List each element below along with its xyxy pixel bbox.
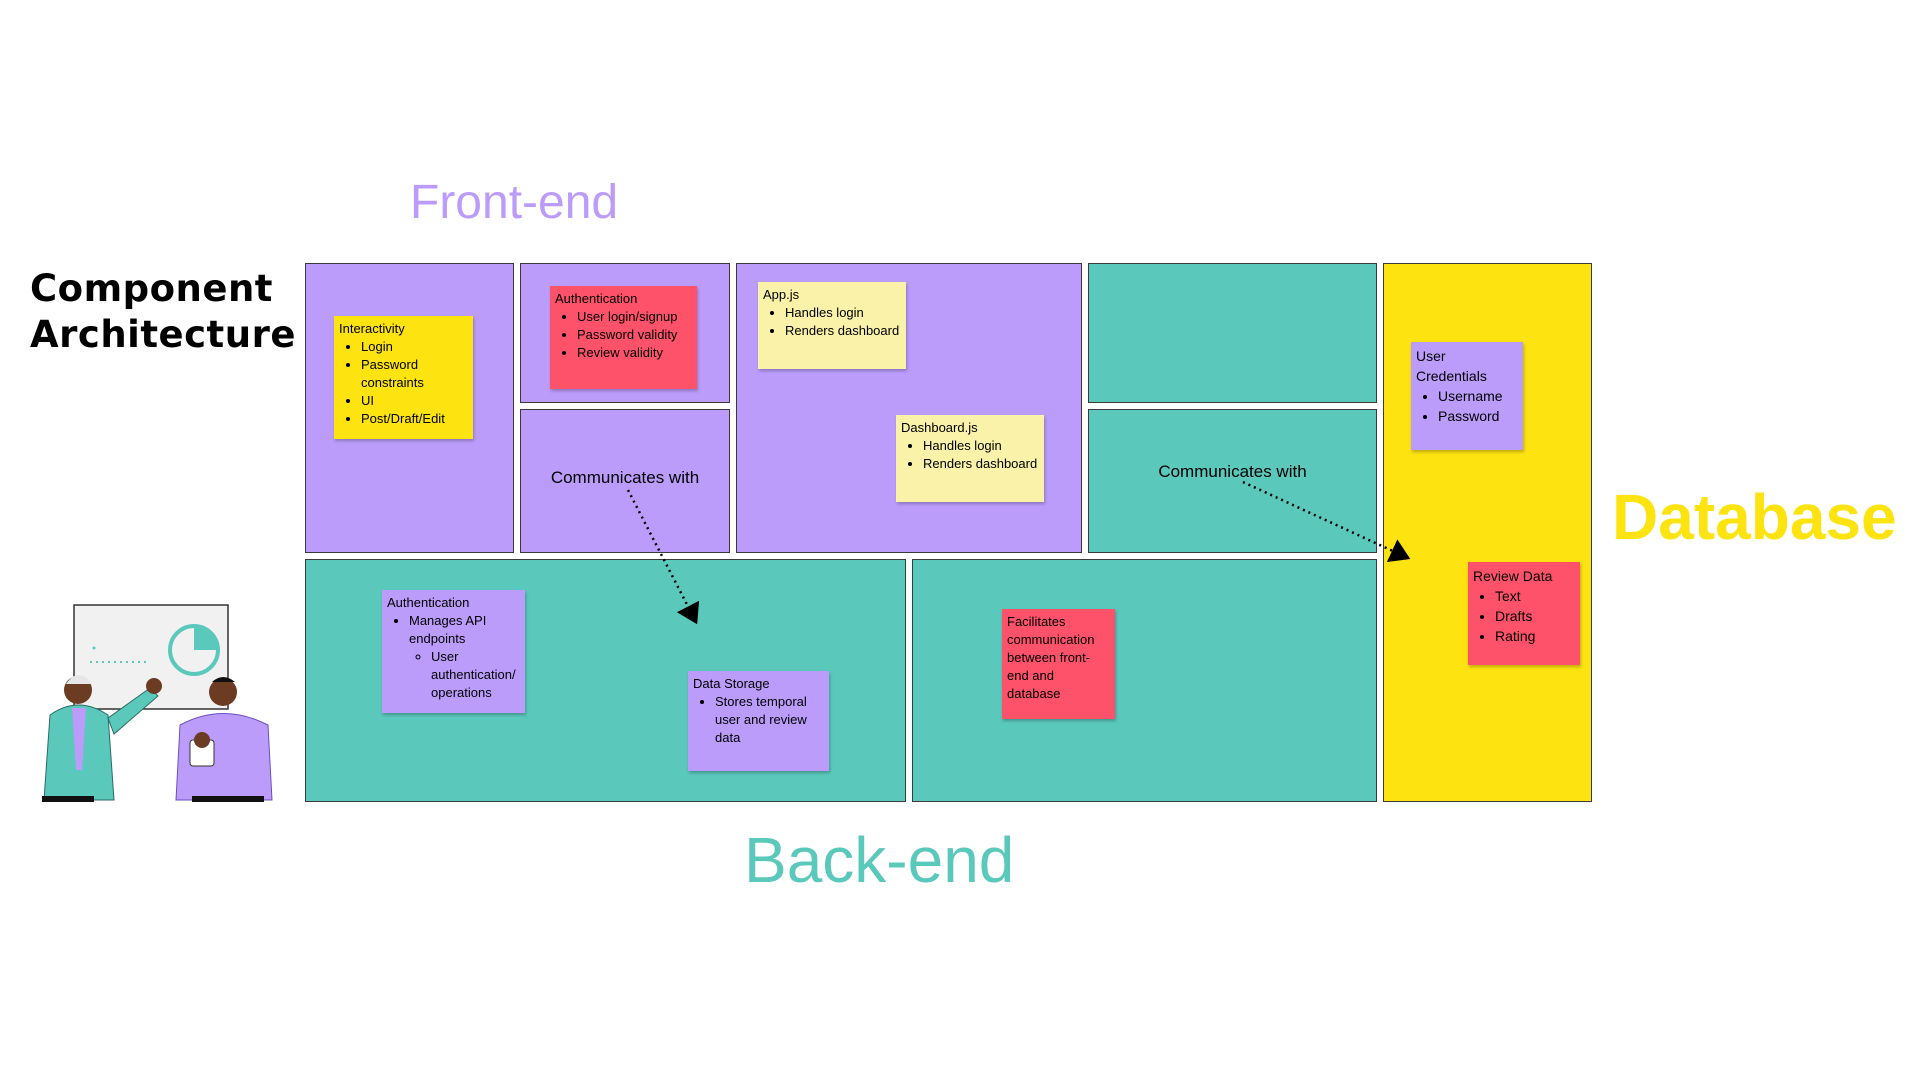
note-list: Stores temporal user and review data <box>693 693 824 747</box>
list-item-text: Manages API endpoints <box>409 613 487 646</box>
communicates-with-label: Communicates with <box>550 468 700 487</box>
database-label: Database <box>1612 481 1897 553</box>
communicates-with-label: Communicates with <box>1158 462 1307 481</box>
note-list: Text Drafts Rating <box>1473 586 1575 646</box>
note-title: Authentication <box>387 595 470 610</box>
note-sublist: User authentication/ operations <box>409 648 520 702</box>
list-item: Handles login <box>785 304 901 322</box>
list-item: Password validity <box>577 326 692 344</box>
note-title: Data Storage <box>693 676 770 691</box>
backend-panel-communicates: Communicates with <box>1088 409 1377 553</box>
list-item: Handles login <box>923 437 1039 455</box>
sticky-note-interactivity: Interactivity Login Password constraints… <box>334 316 473 439</box>
backend-label: Back-end <box>744 824 1015 896</box>
sticky-note-review-data: Review Data Text Drafts Rating <box>1468 562 1580 665</box>
list-item: Review validity <box>577 344 692 362</box>
note-title: Review Data <box>1473 568 1553 584</box>
backend-panel-right <box>912 559 1377 802</box>
frontend-panel-communicates: Communicates with <box>520 409 730 553</box>
note-title: Interactivity <box>339 321 405 336</box>
list-item: UI <box>361 392 468 410</box>
list-item: Password <box>1438 406 1518 426</box>
list-item: Drafts <box>1495 606 1575 626</box>
list-item: Rating <box>1495 626 1575 646</box>
list-item: Username <box>1438 386 1518 406</box>
list-item: Text <box>1495 586 1575 606</box>
list-item: Password constraints <box>361 356 468 392</box>
note-title: Dashboard.js <box>901 420 978 435</box>
sticky-note-authentication-backend: Authentication Manages API endpoints Use… <box>382 590 525 713</box>
note-text: Facilitates communication between front-… <box>1007 614 1095 701</box>
list-item: User login/signup <box>577 308 692 326</box>
backend-panel-top <box>1088 263 1377 403</box>
note-list: User login/signup Password validity Revi… <box>555 308 692 362</box>
list-item: Login <box>361 338 468 356</box>
note-list: Handles login Renders dashboard <box>763 304 901 340</box>
sticky-note-data-storage: Data Storage Stores temporal user and re… <box>688 671 829 771</box>
note-list: Login Password constraints UI Post/Draft… <box>339 338 468 428</box>
note-title: User Credentials <box>1416 348 1487 384</box>
list-item: Stores temporal user and review data <box>715 693 824 747</box>
list-item: Renders dashboard <box>785 322 901 340</box>
page-title: Component Architecture <box>30 267 296 356</box>
note-list: Handles login Renders dashboard <box>901 437 1039 473</box>
presenters-illustration <box>42 604 273 802</box>
list-item: Renders dashboard <box>923 455 1039 473</box>
note-list: Manages API endpoints User authenticatio… <box>387 612 520 702</box>
list-item: Post/Draft/Edit <box>361 410 468 428</box>
note-title: App.js <box>763 287 800 302</box>
sticky-note-user-credentials: User Credentials Username Password <box>1411 342 1523 450</box>
sticky-note-appjs: App.js Handles login Renders dashboard <box>758 282 906 369</box>
frontend-label: Front-end <box>410 176 619 229</box>
sticky-note-authentication-frontend: Authentication User login/signup Passwor… <box>550 286 697 389</box>
list-item: Manages API endpoints User authenticatio… <box>409 612 520 702</box>
list-subitem: User authentication/ operations <box>431 648 520 702</box>
sticky-note-dashboardjs: Dashboard.js Handles login Renders dashb… <box>896 415 1044 502</box>
note-title: Authentication <box>555 291 638 306</box>
sticky-note-facilitates: Facilitates communication between front-… <box>1002 609 1115 719</box>
note-list: Username Password <box>1416 386 1518 426</box>
